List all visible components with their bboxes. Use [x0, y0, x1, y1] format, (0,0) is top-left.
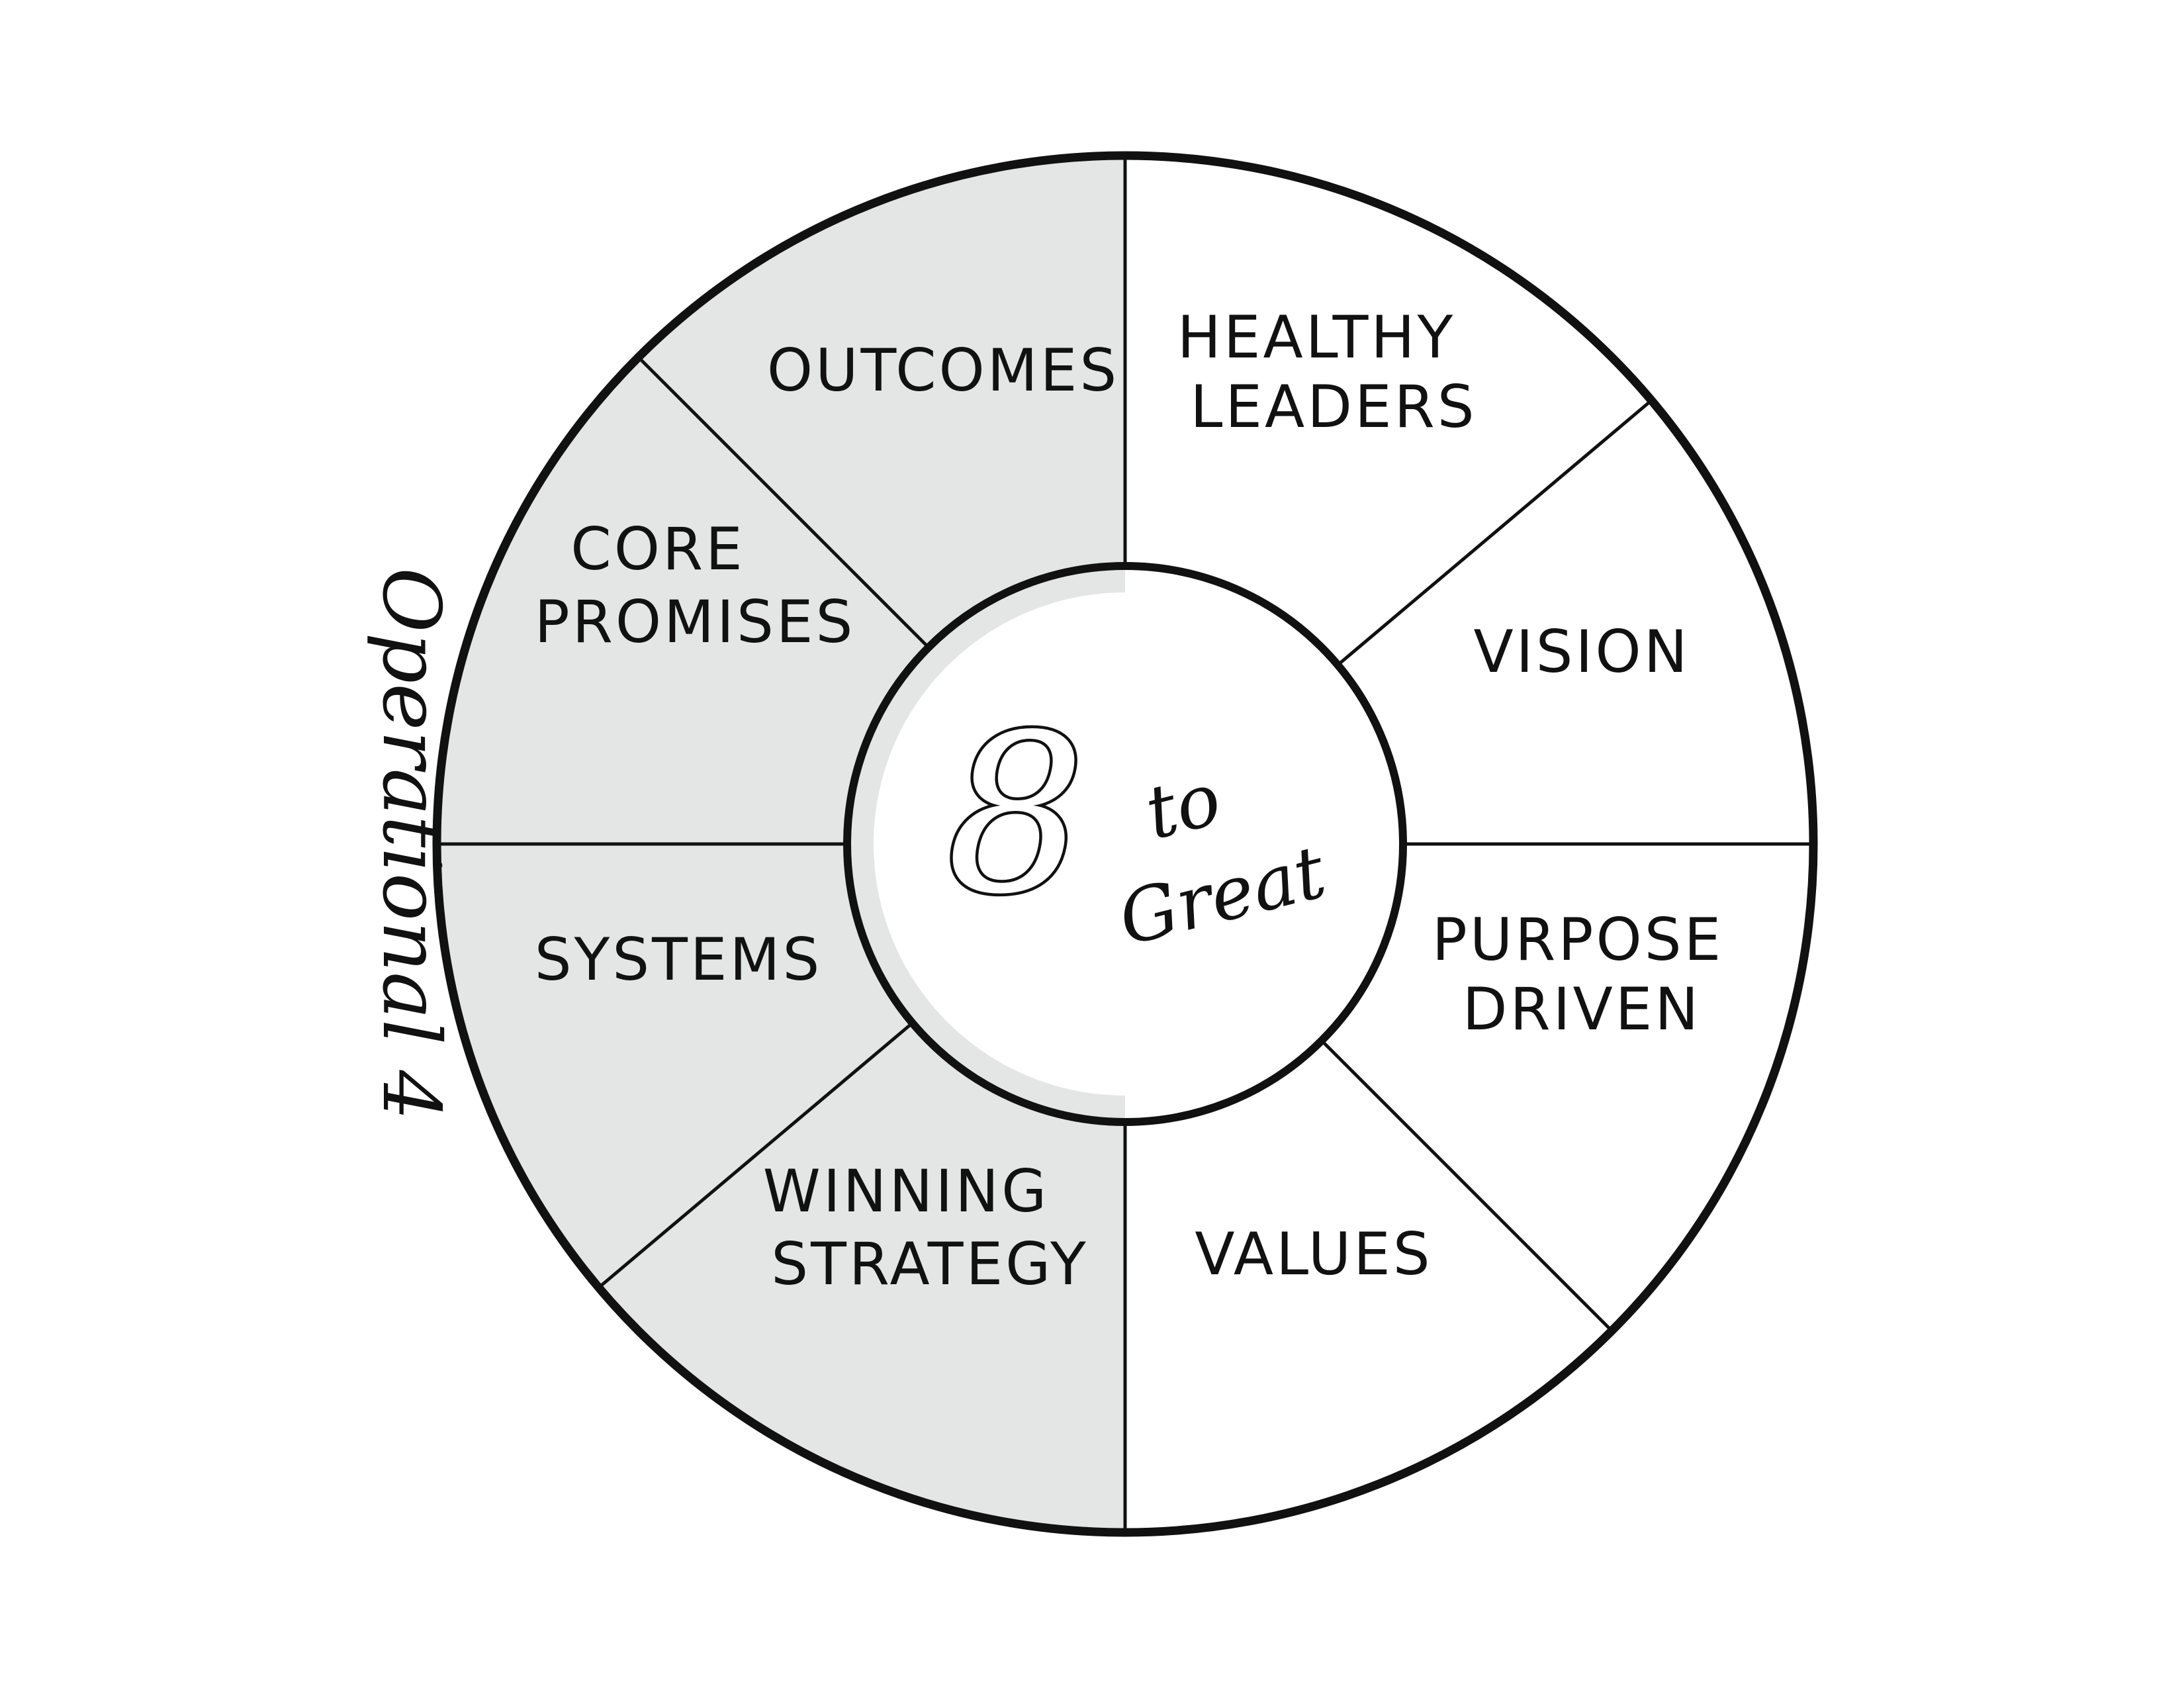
segment-label-promises: PROMISES: [535, 588, 856, 656]
center-great: Great: [1111, 829, 1334, 962]
segment-label-healthy-leaders: HEALTHY LEADERS: [1177, 303, 1477, 441]
segment-label-systems: SYSTEMS: [535, 925, 823, 994]
divider-top-right: [1337, 400, 1652, 666]
segment-label-core: CORE: [570, 515, 745, 583]
segment-label-leaders: LEADERS: [1190, 373, 1477, 441]
segment-label-winning: WINNING: [763, 1157, 1050, 1225]
segment-label-purpose-driven: PURPOSE DRIVEN: [1432, 906, 1745, 1043]
center-number: 8: [946, 688, 1085, 942]
segment-label-strategy: STRATEGY: [771, 1230, 1088, 1298]
segment-label-driven: DRIVEN: [1463, 975, 1702, 1043]
segment-label-values: VALUES: [1195, 1220, 1432, 1288]
segment-label-winning-strategy: WINNING STRATEGY: [763, 1157, 1089, 1298]
segment-label-core-promises: CORE PROMISES: [535, 515, 856, 656]
center-emblem: 8 to Great: [944, 685, 1334, 962]
segment-label-purpose: PURPOSE: [1432, 906, 1723, 974]
divider-top-left: [637, 356, 930, 649]
segment-label-vision: VISION: [1473, 618, 1690, 686]
segment-label-healthy: HEALTHY: [1177, 303, 1456, 371]
divider-bottom-right: [1320, 1039, 1613, 1332]
center-to: to: [1138, 756, 1229, 856]
inner-ring: [843, 562, 1407, 1126]
divider-bottom-left: [598, 1022, 913, 1288]
side-label-operational: Operational 4: [365, 567, 457, 1121]
segment-label-outcomes: OUTCOMES: [767, 336, 1119, 404]
